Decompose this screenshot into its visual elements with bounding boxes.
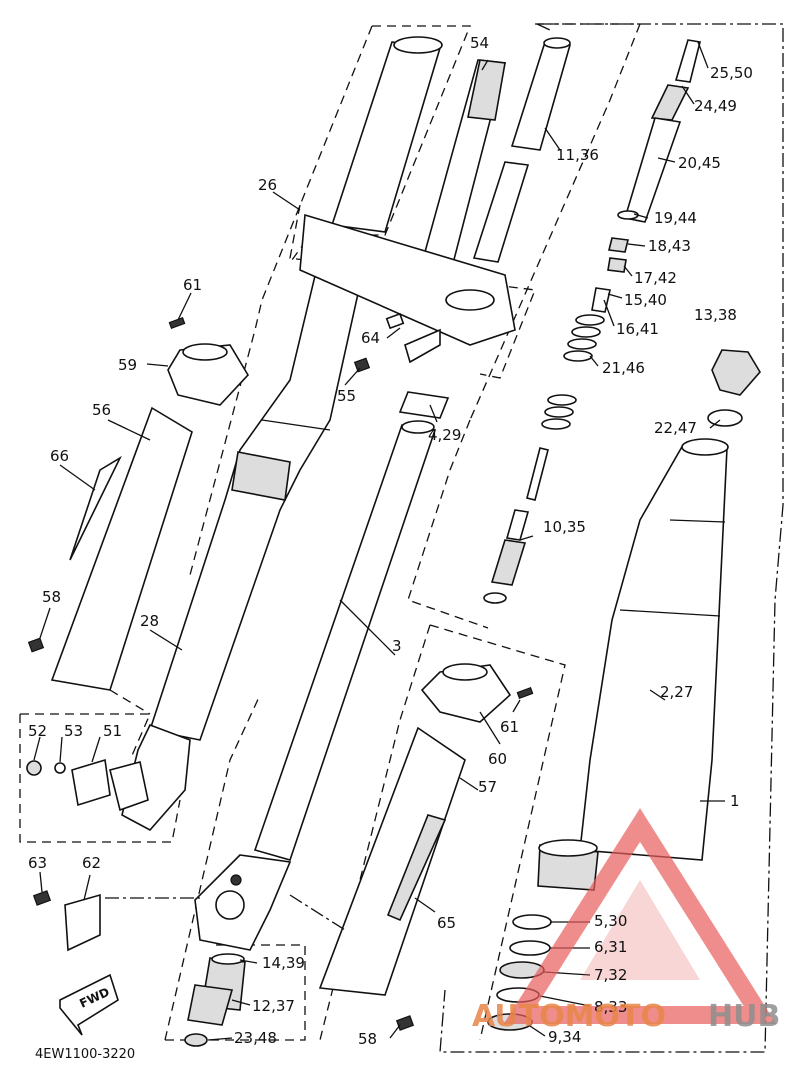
label-17-42: 17,42 — [634, 269, 677, 287]
label-15-40: 15,40 — [624, 291, 667, 309]
fwd-arrow: FWD — [59, 973, 119, 1036]
label-14-39: 14,39 — [262, 954, 305, 972]
label-59: 59 — [118, 356, 137, 374]
clamp-60 — [420, 663, 512, 723]
label-60: 60 — [488, 750, 507, 768]
hardware — [26, 312, 552, 1031]
label-58-left: 58 — [42, 588, 61, 606]
label-21-46: 21,46 — [602, 359, 645, 377]
label-53: 53 — [64, 722, 83, 740]
label-6-31: 6,31 — [594, 938, 627, 956]
label-55: 55 — [337, 387, 356, 405]
label-28: 28 — [140, 612, 159, 630]
label-20-45: 20,45 — [678, 154, 721, 172]
label-10-35: 10,35 — [543, 518, 586, 536]
label-13-38: 13,38 — [694, 306, 737, 324]
label-9-34: 9,34 — [548, 1028, 581, 1046]
label-52: 52 — [28, 722, 47, 740]
label-61-top: 61 — [183, 276, 202, 294]
clamp-59 — [167, 343, 249, 406]
spring-21 — [563, 314, 605, 362]
inner-tube-right — [537, 438, 729, 891]
fork-top-assembly — [299, 36, 516, 346]
label-4-29: 4,29 — [428, 426, 461, 444]
label-62: 62 — [82, 854, 101, 872]
label-12-37: 12,37 — [252, 997, 295, 1015]
label-61-mid: 61 — [500, 718, 519, 736]
label-3: 3 — [392, 637, 402, 655]
spring-lower — [541, 394, 577, 430]
label-11-36: 11,36 — [556, 146, 599, 164]
inner-tube-middle — [253, 391, 450, 861]
label-18-43: 18,43 — [648, 237, 691, 255]
label-64: 64 — [361, 329, 380, 347]
label-57: 57 — [478, 778, 497, 796]
label-1: 1 — [730, 792, 740, 810]
label-66: 66 — [50, 447, 69, 465]
label-7-32: 7,32 — [594, 966, 627, 984]
watermark-text-hub: HUB — [708, 999, 780, 1034]
label-63: 63 — [28, 854, 47, 872]
label-22-47: 22,47 — [654, 419, 697, 437]
label-23-48: 23,48 — [234, 1029, 277, 1047]
fork-guard-right — [318, 726, 466, 996]
drawing-code: 4EW1100-3220 — [35, 1047, 135, 1062]
watermark-text-automoto: AUTOMOTO — [472, 999, 666, 1034]
watermark-logo — [503, 808, 777, 1024]
label-19-44: 19,44 — [654, 209, 697, 227]
label-5-30: 5,30 — [594, 912, 627, 930]
lower-axle-bracket — [184, 854, 292, 1047]
cap-bolt-parts — [472, 37, 761, 604]
label-65: 65 — [437, 914, 456, 932]
fork-guard-left — [50, 406, 193, 691]
label-54: 54 — [470, 34, 489, 52]
label-16-41: 16,41 — [616, 320, 659, 338]
part-labels: 54 11,36 25,50 24,49 20,45 19,44 18,43 1… — [28, 34, 753, 1048]
label-25-50: 25,50 — [710, 64, 753, 82]
label-24-49: 24,49 — [694, 97, 737, 115]
label-56: 56 — [92, 401, 111, 419]
label-2-27: 2,27 — [660, 683, 693, 701]
label-26: 26 — [258, 176, 277, 194]
label-58-bottom: 58 — [358, 1030, 377, 1048]
leader-lines — [33, 41, 725, 1041]
label-51: 51 — [103, 722, 122, 740]
label-8-33: 8,33 — [594, 998, 627, 1016]
